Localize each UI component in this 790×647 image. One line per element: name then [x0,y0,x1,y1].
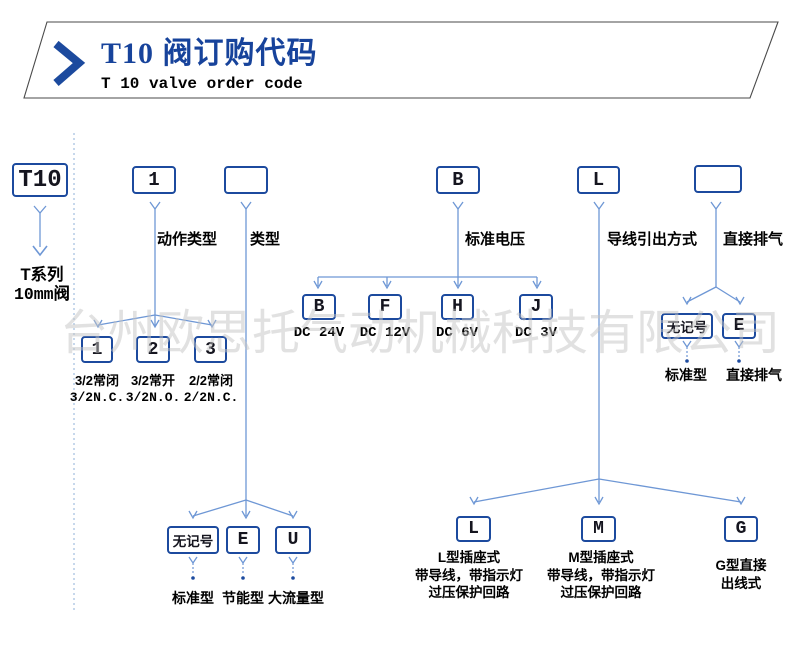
page-subtitle: T 10 valve order code [101,75,303,93]
label-action-type: 动作类型 [157,231,218,248]
lead-g-line1: G型直接 [715,558,767,573]
root-code-box: T10 [12,163,68,197]
root-series-line2: 10mm阀 [13,285,71,304]
code-box-voltage: B [436,166,480,194]
option-desc-type-none: 标准型 [172,590,214,606]
label-lead-wire: 导线引出方式 [607,231,698,248]
option-box-lead-m: M [581,516,616,542]
label-exhaust: 直接排气 [723,231,784,248]
option-box-action-3: 3 [194,336,227,363]
label-voltage: 标准电压 [465,231,526,248]
option-desc-lead-m: M型插座式 带导线，带指示灯 过压保护回路 [531,549,671,602]
option-desc-type-u: 大流量型 [268,590,324,606]
lead-m-line3: 过压保护回路 [560,585,642,600]
root-series-line1: T系列 [20,266,64,284]
code-box-type [224,166,268,194]
option-desc-lead-l: L型插座式 带导线，带指示灯 过压保护回路 [399,549,539,602]
option-desc-action-1-en: 3/2N.C. [69,390,125,405]
root-series-label: T系列 10mm阀 [0,266,84,304]
option-desc-voltage-h: DC 6V [435,325,478,341]
label-type: 类型 [250,231,281,248]
option-desc-action-3-cn: 2/2常闭 [188,373,234,388]
code-box-action-type: 1 [132,166,176,194]
option-box-voltage-h: H [441,294,474,320]
option-desc-lead-g: G型直接 出线式 [691,557,790,592]
lead-l-line1: L型插座式 [437,550,501,565]
lead-m-line2: 带导线，带指示灯 [547,567,655,583]
option-desc-action-2-cn: 3/2常开 [130,373,176,388]
option-desc-action-1-cn: 3/2常闭 [74,373,120,388]
option-box-action-2: 2 [136,336,170,363]
option-box-type-e: E [226,526,260,554]
code-box-lead-wire: L [577,166,620,194]
option-desc-action-2-en: 3/2N.O. [125,390,181,405]
lead-l-line2: 带导线，带指示灯 [415,567,523,583]
option-desc-voltage-f: DC 12V [359,325,411,341]
option-desc-exhaust-e: 直接排气 [726,367,782,383]
option-desc-voltage-b: DC 24V [293,325,345,341]
option-box-type-u: U [275,526,311,554]
option-desc-exhaust-none: 标准型 [665,367,707,383]
header-outline [23,21,779,99]
option-box-exhaust-none: 无记号 [661,313,713,339]
option-box-type-none: 无记号 [167,526,219,554]
lead-m-line1: M型插座式 [568,550,634,565]
chevron-icon [53,40,86,87]
code-box-exhaust [694,165,742,193]
option-box-voltage-j: J [519,294,553,320]
option-desc-action-3-en: 2/2N.C. [183,390,239,405]
option-box-voltage-b: B [302,294,336,320]
option-box-action-1: 1 [81,336,113,363]
option-box-lead-l: L [456,516,491,542]
option-desc-type-e: 节能型 [222,590,264,606]
option-desc-voltage-j: DC 3V [514,325,557,341]
lead-g-line2: 出线式 [720,575,762,591]
flow-connectors [32,201,746,580]
page-title: T10 阀订购代码 [101,37,318,70]
option-box-exhaust-e: E [722,313,756,339]
option-box-lead-g: G [724,516,758,542]
option-box-voltage-f: F [368,294,402,320]
lead-l-line3: 过压保护回路 [428,585,510,600]
